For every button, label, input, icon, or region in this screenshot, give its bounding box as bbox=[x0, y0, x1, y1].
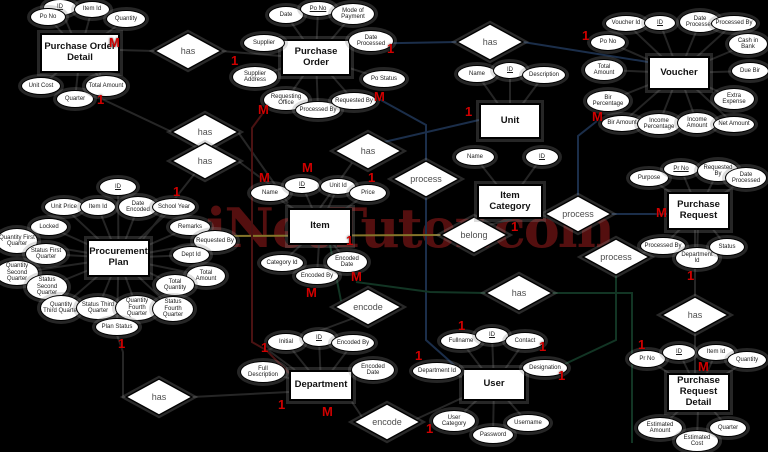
relationship-diamond bbox=[153, 32, 223, 70]
attribute-connector bbox=[662, 210, 700, 247]
attribute-connector bbox=[659, 391, 700, 429]
relationship-diamond bbox=[581, 238, 651, 276]
relationship-connector bbox=[319, 162, 353, 209]
relationship-label: belong bbox=[460, 230, 487, 240]
relationship-connector bbox=[265, 314, 363, 371]
relationship-connector bbox=[577, 120, 598, 196]
relationship-label: encode bbox=[353, 302, 383, 312]
attribute-connector bbox=[117, 257, 174, 310]
attribute-connector bbox=[320, 342, 354, 387]
attribute-connector bbox=[607, 72, 680, 102]
relationship-label: has bbox=[198, 156, 213, 166]
relationship-diamond bbox=[439, 216, 509, 254]
relationship-connector bbox=[251, 112, 290, 374]
relationship-connector bbox=[547, 275, 617, 373]
relationship-diamond bbox=[543, 195, 613, 233]
relationship-diamond bbox=[484, 274, 554, 312]
attribute-connector bbox=[678, 22, 735, 74]
attribute-connector bbox=[47, 16, 81, 54]
relationship-connector bbox=[425, 197, 463, 373]
relationship-connector bbox=[383, 119, 480, 143]
relationship-label: has bbox=[688, 310, 703, 320]
attribute-connector bbox=[117, 186, 120, 259]
relationship-diamond bbox=[352, 403, 422, 441]
attribute-connector bbox=[281, 225, 321, 264]
attribute-connector bbox=[678, 70, 751, 74]
attribute-connector bbox=[697, 210, 728, 248]
relationship-diamond bbox=[333, 132, 403, 170]
attribute-connector bbox=[493, 383, 529, 424]
attribute-connector bbox=[625, 22, 680, 74]
relationship-connector bbox=[99, 72, 173, 133]
attribute-connector bbox=[621, 72, 680, 124]
relationship-label: has bbox=[181, 46, 196, 56]
attribute-connector bbox=[285, 56, 317, 101]
attribute-connector bbox=[315, 57, 319, 111]
relationship-diamond bbox=[124, 378, 194, 416]
attribute-connector bbox=[509, 74, 545, 122]
attribute-connector bbox=[696, 210, 700, 259]
relationship-connector bbox=[488, 218, 513, 226]
relationship-connector bbox=[220, 50, 282, 57]
attribute-connector bbox=[493, 340, 526, 386]
attribute-connector bbox=[79, 52, 107, 87]
relationship-connector bbox=[191, 391, 290, 398]
relationship-label: has bbox=[512, 288, 527, 298]
relationship-connector bbox=[119, 49, 156, 52]
attribute-connector bbox=[474, 156, 511, 203]
relationship-diamond bbox=[170, 142, 240, 180]
attribute-connector bbox=[492, 384, 495, 436]
relationship-label: has bbox=[198, 127, 213, 137]
attribute-connector bbox=[493, 367, 546, 386]
attribute-connector bbox=[316, 226, 321, 277]
relationship-diamond bbox=[333, 288, 403, 326]
attribute-connector bbox=[116, 257, 120, 328]
relationship-connector bbox=[522, 41, 649, 63]
attribute-connector bbox=[318, 337, 322, 386]
attribute-connector bbox=[453, 383, 495, 422]
attribute-connector bbox=[118, 257, 207, 277]
attribute-connector bbox=[509, 156, 543, 203]
relationship-label: process bbox=[410, 174, 442, 184]
relationship-diamond bbox=[660, 296, 730, 334]
relationship-connector bbox=[116, 334, 126, 398]
relationship-label: has bbox=[361, 146, 376, 156]
attribute-connector bbox=[491, 334, 495, 385]
attribute-connector bbox=[59, 6, 81, 54]
relationship-label: process bbox=[562, 209, 594, 219]
attribute-connector bbox=[697, 391, 729, 429]
attribute-connector bbox=[40, 52, 81, 87]
relationship-label: encode bbox=[372, 417, 402, 427]
attribute-connector bbox=[315, 8, 319, 58]
relationship-diamond bbox=[455, 23, 525, 61]
relationship-connector bbox=[378, 98, 427, 161]
attribute-connector bbox=[254, 56, 317, 78]
relationship-label: has bbox=[483, 37, 498, 47]
attribute-connector bbox=[476, 73, 511, 122]
relationship-diamond bbox=[391, 160, 461, 198]
relationship-label: process bbox=[600, 252, 632, 262]
attribute-connector bbox=[320, 369, 374, 387]
attribute-connector bbox=[696, 392, 700, 442]
attribute-connector bbox=[319, 225, 348, 263]
attribute-connector bbox=[603, 69, 680, 74]
relationship-connector bbox=[552, 292, 633, 443]
attribute-connector bbox=[74, 52, 81, 100]
relationship-label: has bbox=[152, 392, 167, 402]
relationship-connector bbox=[355, 281, 487, 294]
